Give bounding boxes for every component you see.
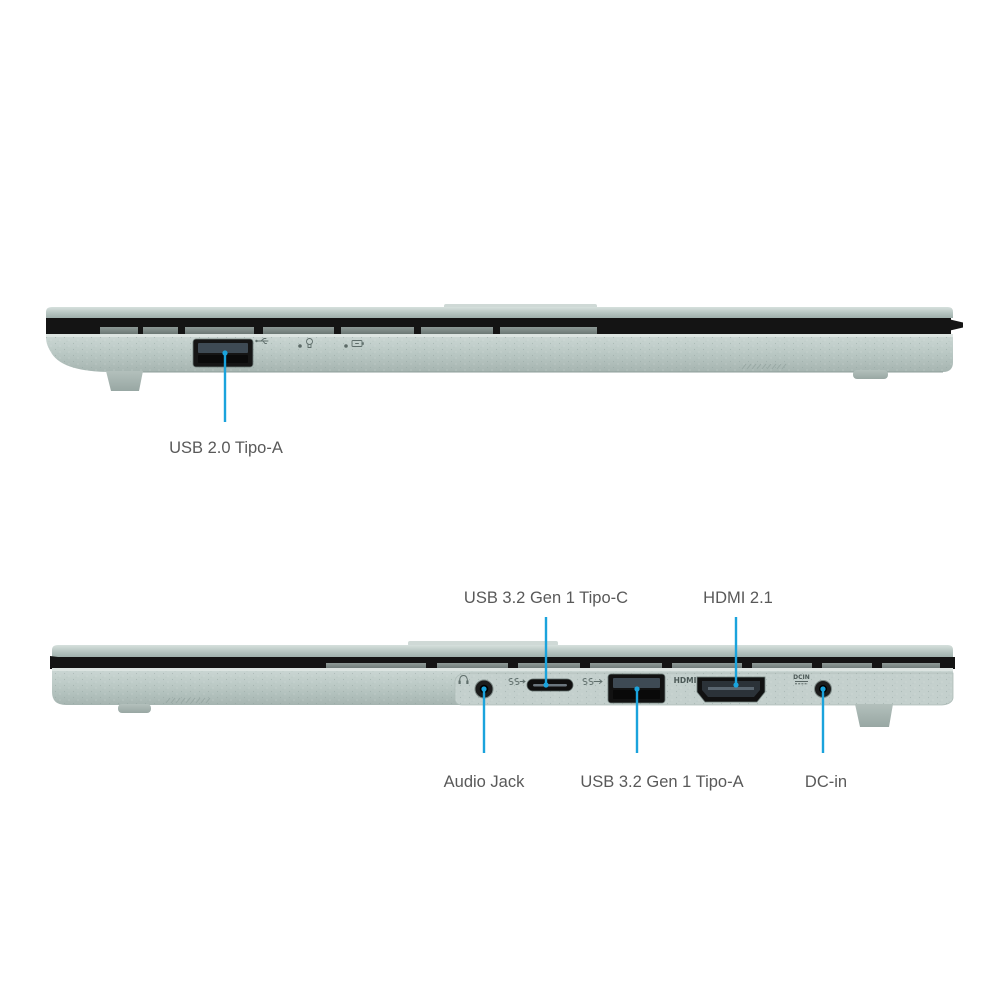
- battery-led-icon: [344, 340, 364, 348]
- keyboard-gap: [46, 318, 963, 334]
- callout-label-usb-2-0-type-a: USB 2.0 Tipo-A: [169, 439, 283, 457]
- right-foot: [853, 370, 888, 379]
- callout-label-usb-3-2-gen-1-type-c: USB 3.2 Gen 1 Tipo-C: [464, 589, 628, 607]
- callout-label-audio-jack: Audio Jack: [444, 773, 525, 791]
- laptop-lid: [46, 307, 953, 318]
- lid-hinge-bump: [408, 641, 558, 646]
- left-foot: [106, 371, 143, 391]
- dc-in-marking-group: DCIN: [793, 674, 810, 685]
- headphone-icon: [458, 675, 469, 684]
- right-foot: [855, 704, 893, 727]
- callout-usb-3-2-gen-1-type-c: USB 3.2 Gen 1 Tipo-C: [464, 589, 628, 688]
- callout-audio-jack: Audio Jack: [444, 686, 525, 791]
- usb-superspeed-icon: [582, 678, 603, 685]
- dc-in-marking: DCIN: [793, 674, 810, 681]
- laptop-left-side-view: USB 2.0 Tipo-A: [46, 304, 963, 457]
- callout-label-hdmi-2-1: HDMI 2.1: [703, 589, 773, 607]
- callout-usb-2-0-type-a: USB 2.0 Tipo-A: [169, 350, 283, 457]
- laptop-right-side-view: HDMI DCIN USB 3.2 Gen 1 Tipo-C: [50, 589, 955, 791]
- callout-dc-in: DC-in: [805, 686, 847, 791]
- power-led-icon: [298, 338, 313, 348]
- callout-label-usb-3-2-gen-1-type-a: USB 3.2 Gen 1 Tipo-A: [580, 773, 743, 791]
- callout-usb-3-2-gen-1-type-a: USB 3.2 Gen 1 Tipo-A: [580, 686, 744, 791]
- usb-3-2-gen-1-type-c-port: [526, 678, 574, 692]
- laptop-lid: [52, 645, 953, 657]
- hdmi-port: [696, 676, 766, 703]
- hdmi-marking: HDMI: [674, 676, 697, 685]
- callout-hdmi-2-1: HDMI 2.1: [703, 589, 773, 688]
- keyboard-gap: [50, 656, 955, 669]
- vent-slots: [165, 697, 211, 704]
- callout-label-dc-in: DC-in: [805, 773, 847, 791]
- usb-superspeed-icon: [508, 678, 526, 685]
- left-foot: [118, 704, 151, 713]
- vent-slots: [741, 363, 787, 370]
- usb-icon: [255, 338, 269, 344]
